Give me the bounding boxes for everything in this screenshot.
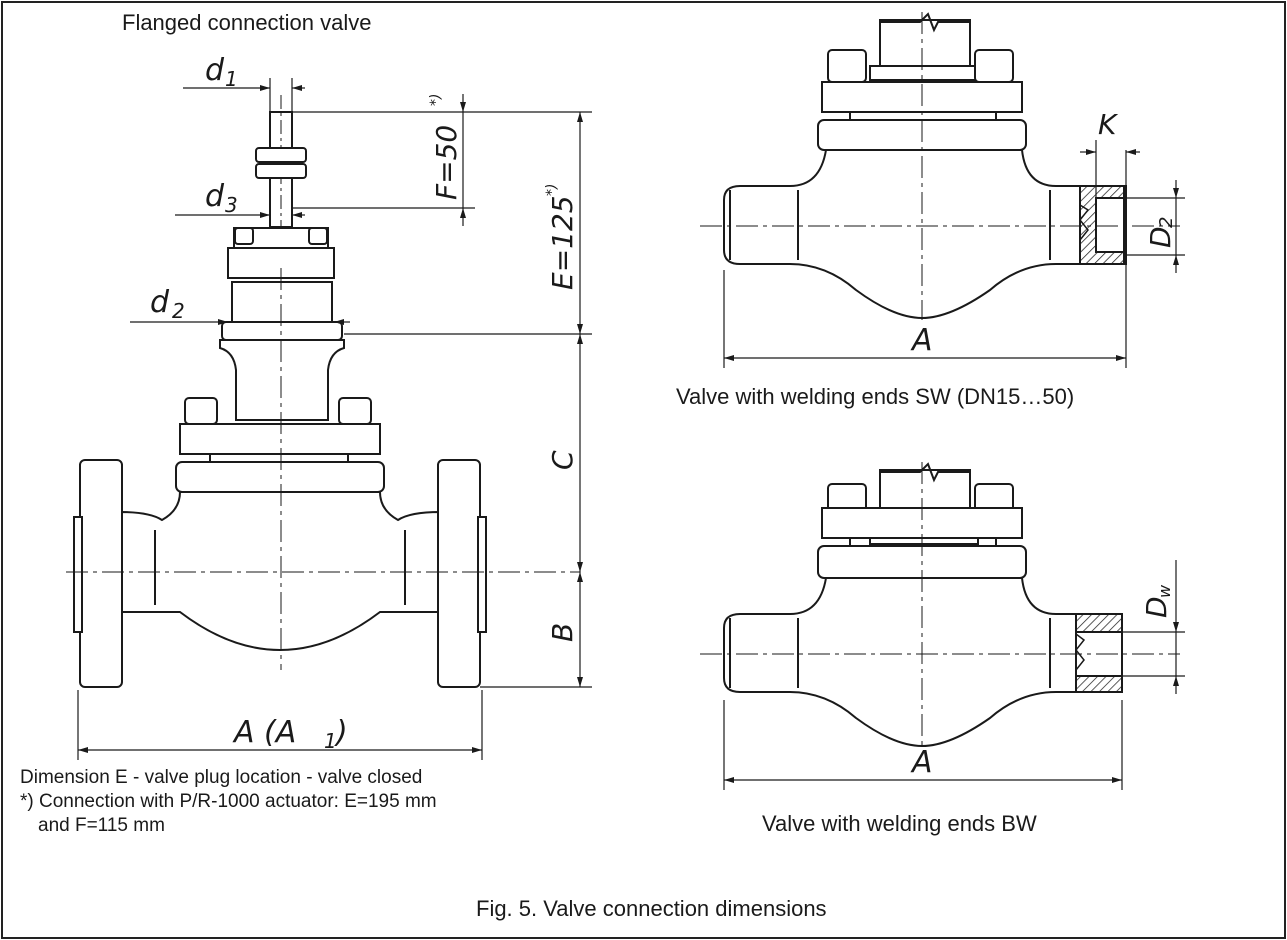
dim-d1: d (205, 53, 225, 88)
dim-C: C (546, 450, 579, 470)
dim-D2-sub: 2 (1156, 217, 1177, 228)
dim-d3-sub: 3 (225, 193, 238, 217)
bw-dimension-lines (723, 560, 1185, 790)
dim-d2-sub: 2 (172, 299, 185, 323)
title-flanged-valve: Flanged connection valve (122, 10, 372, 35)
dim-K: K (1098, 108, 1119, 141)
dim-B: B (546, 623, 579, 642)
dim-A-sw: A (910, 323, 933, 358)
bw-valve-drawing (700, 462, 1180, 750)
figure-caption: Fig. 5. Valve connection dimensions (476, 896, 827, 921)
dim-d1-sub: 1 (225, 67, 238, 91)
dim-Dw: D (1140, 596, 1173, 618)
dim-E: E=125 (546, 195, 579, 290)
title-sw-valve: Valve with welding ends SW (DN15…50) (676, 384, 1075, 409)
dim-A-bw: A (910, 745, 933, 780)
dim-A-flanged-sub: 1 (324, 729, 337, 753)
flanged-valve-drawing (66, 95, 580, 688)
dim-d3: d (205, 179, 225, 214)
dim-F: F=50 (430, 125, 463, 200)
dim-Dw-sub: w (1155, 584, 1174, 598)
dim-F-sup: *) (428, 94, 444, 106)
sw-dimension-lines (723, 140, 1185, 368)
note-line-3: and F=115 mm (38, 815, 165, 836)
dim-A-flanged: A (A (232, 715, 296, 750)
dim-d2: d (150, 285, 170, 320)
note-line-2: *) Connection with P/R-1000 actuator: E=… (20, 791, 437, 812)
dim-D2: D (1144, 226, 1177, 248)
title-bw-valve: Valve with welding ends BW (762, 811, 1037, 836)
sw-valve-drawing (700, 12, 1180, 320)
dim-E-sup: *) (544, 184, 560, 196)
note-line-1: Dimension E - valve plug location - valv… (20, 767, 423, 788)
bw-dimension-labels: A D w (910, 584, 1174, 780)
sw-dimension-labels: A K D 2 (910, 108, 1177, 358)
flanged-dimension-labels: d 1 d 3 d 2 F=50 *) E=125 *) C B A (A 1 … (150, 53, 579, 753)
flanged-dimension-lines (77, 78, 592, 760)
dim-A-flanged-close: ) (334, 715, 348, 750)
